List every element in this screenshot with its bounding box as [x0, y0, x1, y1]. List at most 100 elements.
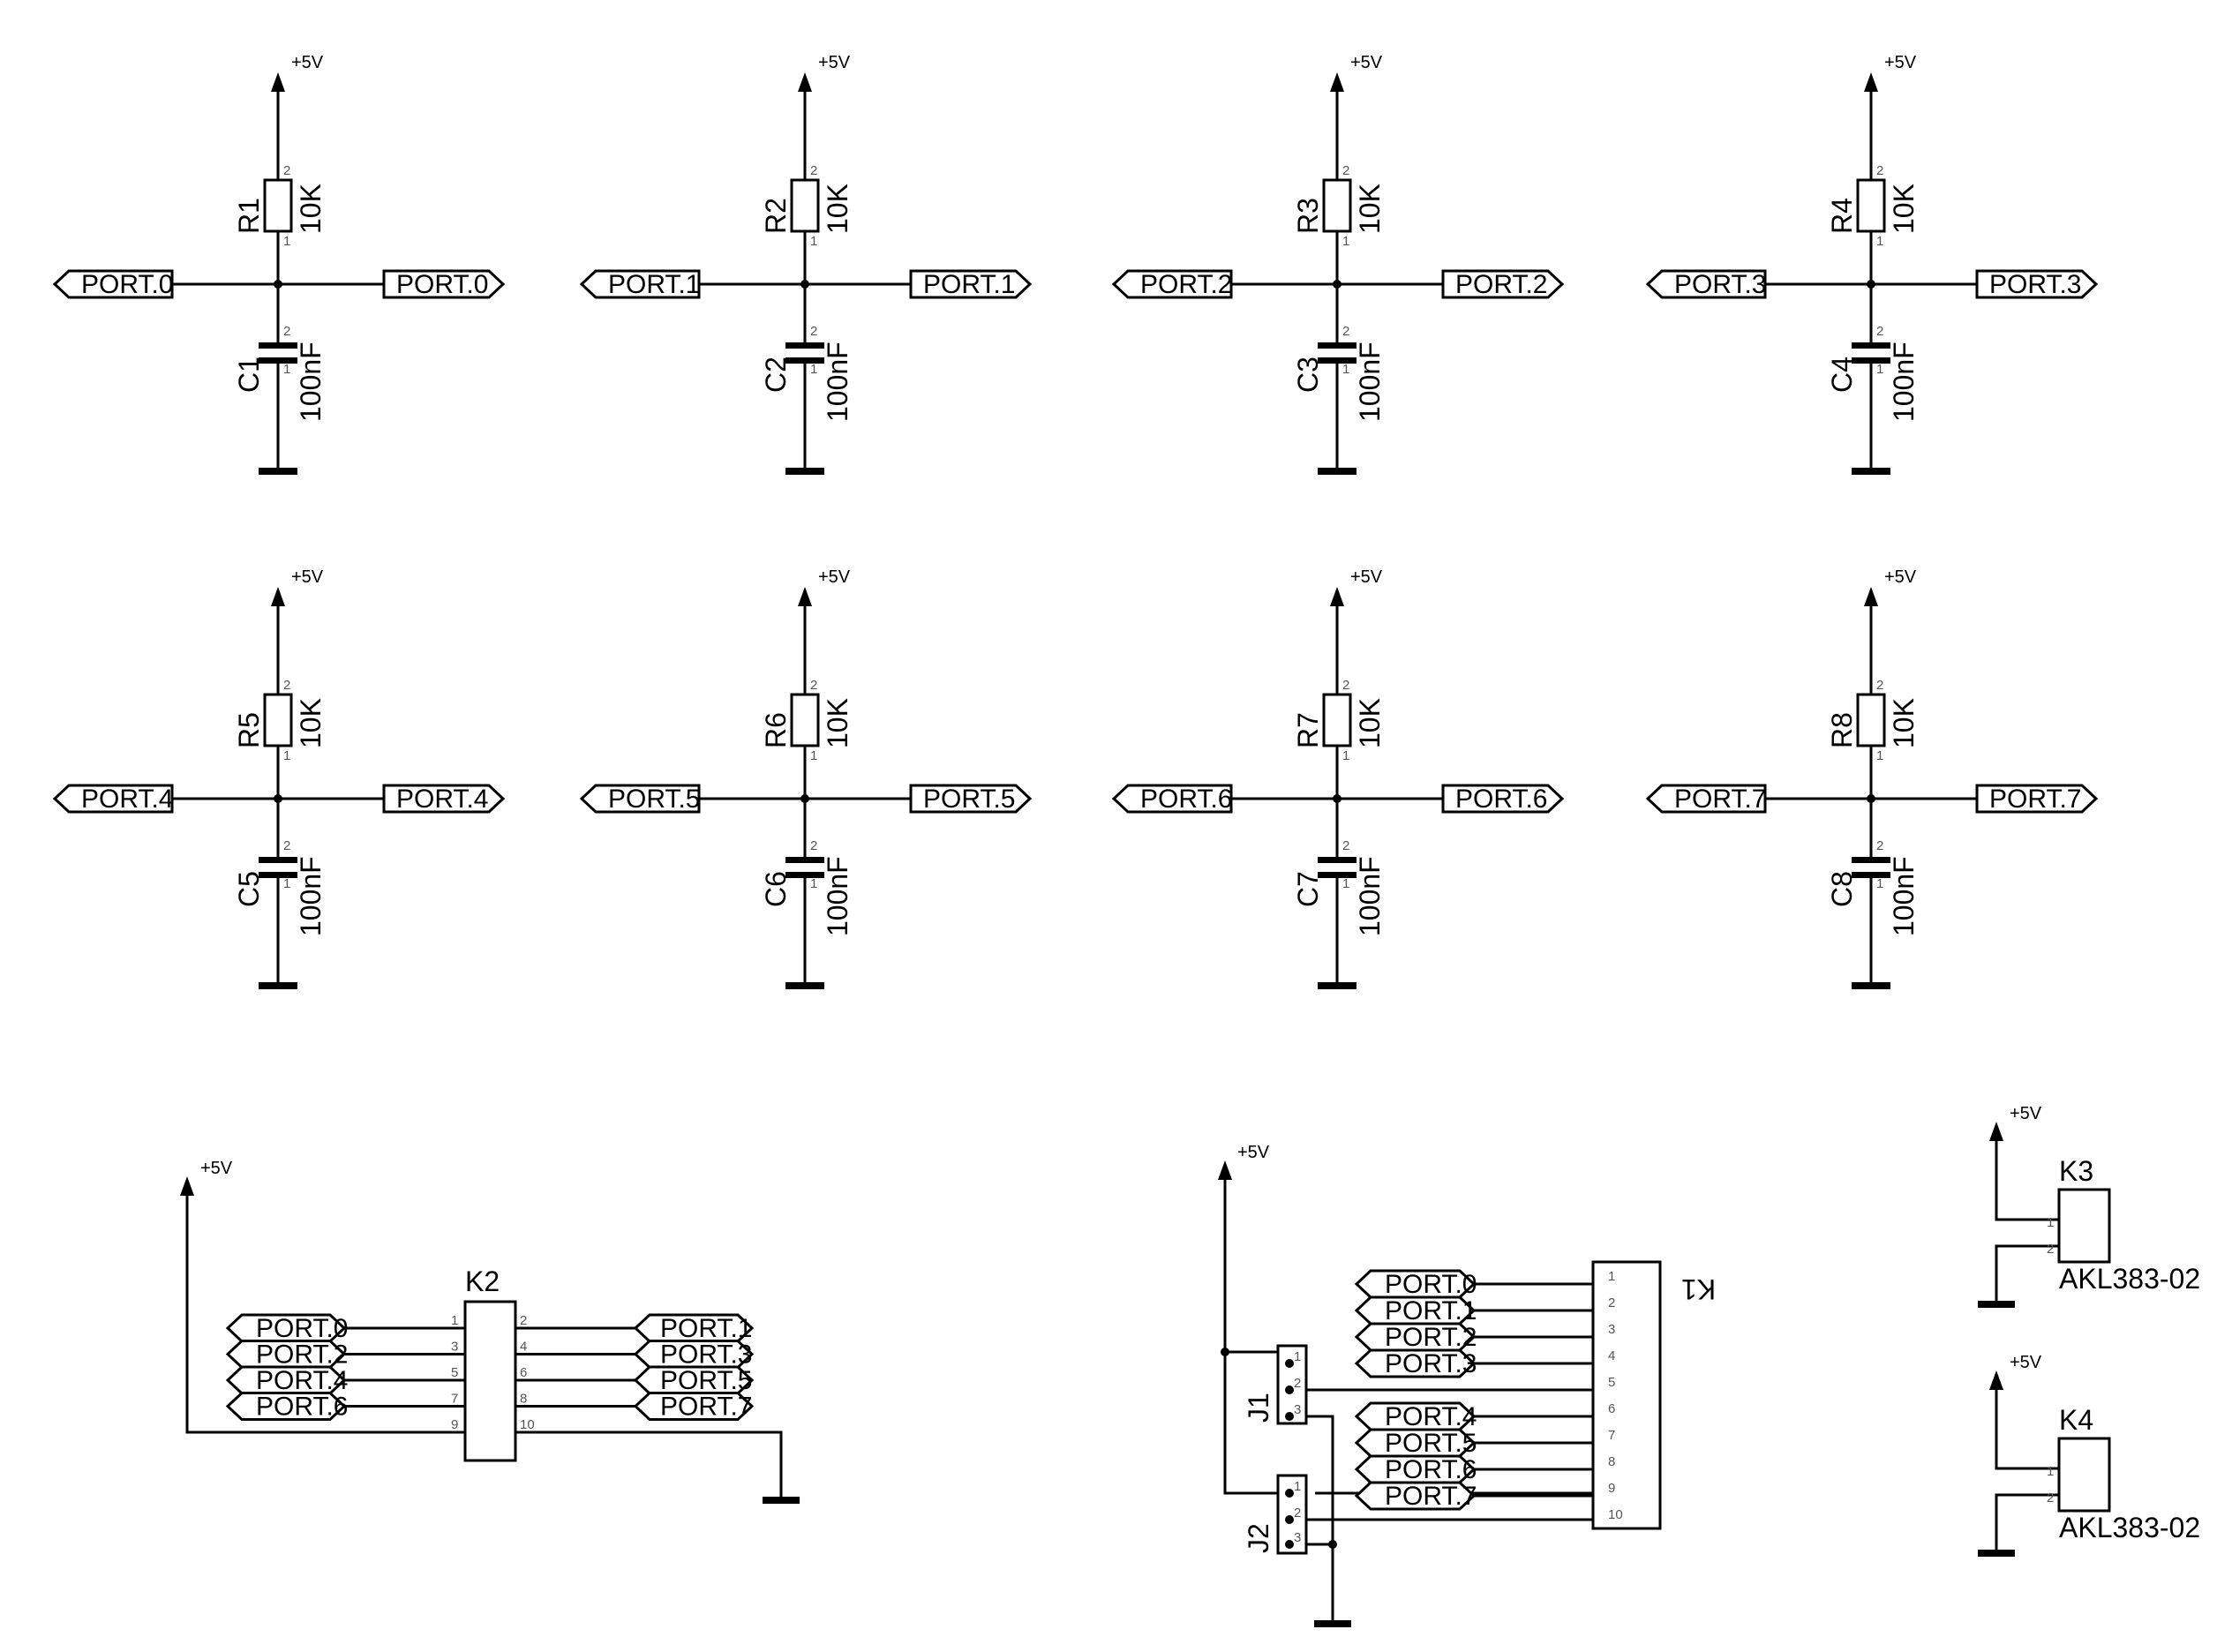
resistor	[1856, 693, 1886, 747]
capacitor-plate	[259, 872, 297, 878]
pin-number: 1	[283, 876, 290, 891]
net-label-text: PORT.3	[660, 1340, 753, 1370]
terminal-designator: K4	[2059, 1404, 2093, 1436]
capacitor-value: 100nF	[822, 342, 853, 422]
capacitor-designator: C6	[760, 871, 792, 907]
terminal-part: AKL383-02	[2059, 1263, 2200, 1295]
pin-number: 2	[1342, 838, 1349, 853]
net-label	[909, 784, 1033, 814]
net-label-text: PORT.6	[1140, 785, 1233, 814]
net-label-text: PORT.2	[1385, 1323, 1477, 1352]
capacitor-value: 100nF	[295, 856, 327, 936]
terminal-block	[2057, 1188, 2111, 1264]
net-label-text: PORT.6	[1385, 1455, 1477, 1484]
connector-designator: K2	[465, 1265, 500, 1297]
capacitor-value: 100nF	[822, 856, 853, 936]
net-label-text: PORT.1	[923, 270, 1016, 299]
pin-number: 4	[520, 1340, 527, 1355]
pin-number: 2	[810, 838, 817, 853]
capacitor-plate	[1318, 857, 1357, 863]
net-label	[1441, 269, 1565, 299]
pin-number: 2	[283, 838, 290, 853]
pin-number: 2	[283, 163, 290, 178]
supply-label: +5V	[818, 53, 851, 72]
capacitor-plate	[785, 872, 824, 878]
jumper-j1	[1276, 1344, 1308, 1425]
supply-arrow-icon	[1864, 587, 1878, 606]
terminal-block	[2057, 1437, 2111, 1513]
pin-number: 3	[1294, 1402, 1301, 1417]
resistor	[790, 693, 820, 747]
terminal-designator: K3	[2059, 1155, 2093, 1187]
pin-number: 1	[810, 234, 817, 249]
pin-number: 2	[810, 324, 817, 339]
net-label	[1354, 1348, 1477, 1378]
junction-dot	[1285, 1489, 1294, 1498]
terminal-part: AKL383-02	[2059, 1512, 2200, 1543]
net-label-text: PORT.4	[81, 785, 174, 814]
supply-label: +5V	[1884, 567, 1917, 587]
pin-number: 7	[451, 1392, 458, 1407]
resistor-value: 10K	[1354, 184, 1386, 234]
capacitor-designator: C3	[1292, 357, 1324, 393]
pin-number: 2	[1342, 678, 1349, 693]
pin-number: 4	[1608, 1348, 1615, 1363]
resistor-designator: R6	[760, 712, 792, 748]
junction-dot	[1333, 280, 1341, 289]
pin-number: 2	[2047, 1242, 2054, 1257]
net-label-text: PORT.0	[256, 1314, 349, 1343]
capacitor-designator: C8	[1826, 871, 1858, 907]
pin-number: 1	[283, 748, 290, 763]
pin-number: 3	[451, 1340, 458, 1355]
junction-dot	[1285, 1385, 1294, 1394]
net-label	[382, 784, 506, 814]
resistor-value: 10K	[1888, 184, 1920, 234]
supply-arrow-icon	[1864, 72, 1878, 92]
resistor-value: 10K	[1354, 698, 1386, 748]
resistor	[790, 178, 820, 233]
net-label	[579, 269, 701, 299]
supply-label: +5V	[200, 1159, 233, 1178]
net-label-text: PORT.7	[1989, 785, 2082, 814]
pin-number: 2	[1876, 324, 1883, 339]
pin-number: 3	[1294, 1530, 1301, 1545]
pin-number: 9	[1608, 1481, 1615, 1496]
pin-number: 10	[520, 1417, 535, 1432]
pin-number: 2	[1294, 1376, 1301, 1391]
net-label	[1354, 1481, 1477, 1511]
capacitor-plate	[785, 342, 824, 349]
supply-arrow-icon	[271, 587, 285, 606]
net-label	[382, 269, 506, 299]
pin-number: 1	[1876, 748, 1883, 763]
supply-label: +5V	[1884, 53, 1917, 72]
resistor-designator: R4	[1826, 198, 1858, 234]
supply-arrow-icon	[798, 587, 812, 606]
pin-number: 1	[810, 748, 817, 763]
supply-arrow-icon	[1989, 1122, 2003, 1141]
capacitor-plate	[785, 357, 824, 364]
resistor	[263, 178, 293, 233]
capacitor-plate	[259, 357, 297, 364]
net-label	[225, 1392, 347, 1421]
resistor-value: 10K	[822, 698, 853, 748]
junction-dot	[1285, 1359, 1294, 1368]
capacitor-value: 100nF	[1354, 342, 1386, 422]
net-label-text: PORT.5	[660, 1366, 753, 1395]
wire	[1995, 1493, 2059, 1553]
resistor	[263, 693, 293, 747]
pin-number: 10	[1608, 1507, 1623, 1522]
net-label	[633, 1392, 755, 1421]
wire	[1995, 1139, 2059, 1221]
pin-number: 1	[1342, 748, 1349, 763]
supply-arrow-icon	[1218, 1160, 1232, 1180]
pin-number: 7	[1608, 1428, 1615, 1443]
pin-number: 2	[2047, 1491, 2054, 1506]
pin-number: 1	[451, 1313, 458, 1328]
junction-dot	[1867, 794, 1875, 803]
net-label-text: PORT.5	[608, 785, 701, 814]
resistor-designator: R5	[233, 712, 265, 748]
jumper-j2	[1276, 1474, 1308, 1555]
resistor-designator: R8	[1826, 712, 1858, 748]
pin-number: 2	[810, 678, 817, 693]
